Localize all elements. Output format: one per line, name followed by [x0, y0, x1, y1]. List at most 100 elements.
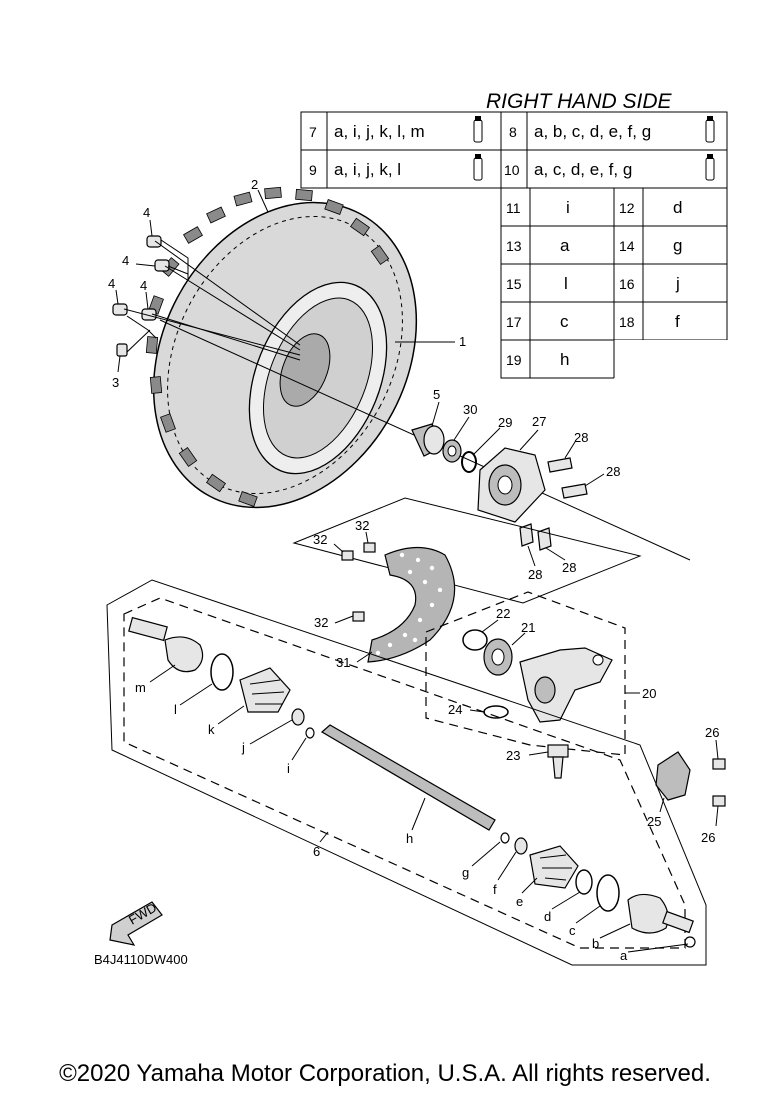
callout-h: h — [406, 831, 413, 846]
callout-d: d — [544, 909, 551, 924]
svg-text:j: j — [675, 274, 680, 293]
svg-text:11: 11 — [506, 200, 521, 216]
callout-l: l — [174, 702, 177, 717]
callout-i: i — [287, 761, 290, 776]
svg-text:c: c — [560, 312, 569, 331]
callout-g: g — [462, 865, 469, 880]
band-l — [210, 653, 234, 691]
fwd-arrow-icon: FWD — [109, 900, 163, 946]
clip-a — [684, 936, 696, 948]
knuckle-20 — [519, 647, 613, 723]
callout-24: 24 — [448, 702, 462, 717]
svg-text:a: a — [560, 236, 570, 255]
svg-text:19: 19 — [506, 352, 522, 368]
disc-bolts-32 — [341, 542, 376, 622]
svg-text:15: 15 — [506, 276, 522, 292]
callout-28b: 28 — [606, 464, 620, 479]
svg-text:i: i — [566, 198, 570, 217]
svg-text:l: l — [564, 274, 568, 293]
boot-25 — [655, 751, 691, 801]
callout-4b: 4 — [122, 253, 129, 268]
callout-26b: 26 — [701, 830, 715, 845]
callout-26a: 26 — [705, 725, 719, 740]
hub-bolts-28 — [519, 457, 588, 551]
knuckle-group-frame-20 — [425, 591, 626, 756]
svg-text:9: 9 — [309, 162, 317, 178]
svg-text:h: h — [560, 350, 569, 369]
callout-32b: 32 — [355, 518, 369, 533]
table-narrow-rows: 11 i 12 d 13 a 14 g 15 l 16 j 17 c 18 f … — [506, 198, 682, 369]
callout-32a: 32 — [313, 532, 327, 547]
callout-6: 6 — [313, 844, 320, 859]
band-f — [514, 837, 528, 855]
callout-c: c — [569, 923, 576, 938]
band-j — [291, 708, 305, 726]
callout-28d: 28 — [562, 560, 576, 575]
brake-disc-31 — [367, 546, 456, 663]
callout-31: 31 — [336, 655, 350, 670]
copyright-notice: ©2020 Yamaha Motor Corporation, U.S.A. A… — [59, 1060, 711, 1087]
callout-f: f — [493, 882, 497, 897]
washer-30 — [442, 439, 462, 463]
callout-29: 29 — [498, 415, 512, 430]
callout-25: 25 — [647, 814, 661, 829]
cv-joint-b — [627, 893, 694, 934]
callout-3: 3 — [112, 375, 119, 390]
snap-ring-22 — [462, 629, 488, 651]
cv-joint-m — [128, 616, 204, 673]
svg-text:16: 16 — [619, 276, 635, 292]
band-c — [596, 874, 620, 912]
reference-table: RIGHT HAND SIDE 7 a, i, j, k, l, m 8 a, … — [300, 90, 728, 380]
svg-text:8: 8 — [509, 124, 517, 140]
callout-30: 30 — [463, 402, 477, 417]
callouts: 1 2 3 4 4 4 4 5 6 20 21 22 23 24 25 26 2… — [108, 177, 719, 963]
svg-text:14: 14 — [619, 238, 635, 254]
bearing-21 — [483, 638, 513, 676]
callout-4c: 4 — [108, 276, 115, 291]
svg-text:a, b, c, d, e, f, g: a, b, c, d, e, f, g — [534, 122, 651, 141]
callout-a: a — [620, 948, 628, 963]
callout-b: b — [592, 936, 599, 951]
svg-text:a, c, d, e, f, g: a, c, d, e, f, g — [534, 160, 632, 179]
clip-g — [500, 832, 510, 844]
ball-joint-23 — [547, 744, 569, 779]
callout-4d: 4 — [140, 278, 147, 293]
svg-text:f: f — [675, 312, 680, 331]
callout-28c: 28 — [528, 567, 542, 582]
svg-text:18: 18 — [619, 314, 635, 330]
band-d — [575, 869, 593, 895]
svg-text:12: 12 — [619, 200, 635, 216]
table-row-7-8: 7 a, i, j, k, l, m 8 a, b, c, d, e, f, g — [309, 122, 651, 141]
callout-e: e — [516, 894, 523, 909]
svg-text:10: 10 — [504, 162, 520, 178]
shaft-h — [320, 724, 496, 831]
callout-22: 22 — [496, 606, 510, 621]
callout-m: m — [135, 680, 146, 695]
svg-text:d: d — [673, 198, 682, 217]
table-title: RIGHT HAND SIDE — [486, 90, 673, 113]
callout-28a: 28 — [574, 430, 588, 445]
svg-text:7: 7 — [309, 124, 317, 140]
clip-i — [305, 727, 315, 739]
svg-text:13: 13 — [506, 238, 522, 254]
callout-2: 2 — [251, 177, 258, 192]
callout-21: 21 — [521, 620, 535, 635]
boot-e — [529, 845, 579, 889]
callout-k: k — [208, 722, 215, 737]
callout-5: 5 — [433, 387, 440, 402]
table-row-9-10: 9 a, i, j, k, l 10 a, c, d, e, f, g — [309, 160, 632, 179]
boot-k — [239, 667, 291, 713]
callout-32c: 32 — [314, 615, 328, 630]
diagram-code: B4J4110DW400 — [94, 952, 188, 967]
hub-27 — [477, 447, 546, 523]
svg-text:a, i, j, k, l: a, i, j, k, l — [334, 160, 401, 179]
callout-1: 1 — [459, 334, 466, 349]
callout-j: j — [241, 740, 245, 755]
driveshaft-frame-6 — [106, 579, 707, 966]
callout-4a: 4 — [143, 205, 150, 220]
ring-29 — [461, 451, 477, 473]
callout-20: 20 — [642, 686, 656, 701]
callout-27: 27 — [532, 414, 546, 429]
lug-nut-parts — [112, 235, 301, 361]
hub-nut-5 — [411, 423, 445, 457]
